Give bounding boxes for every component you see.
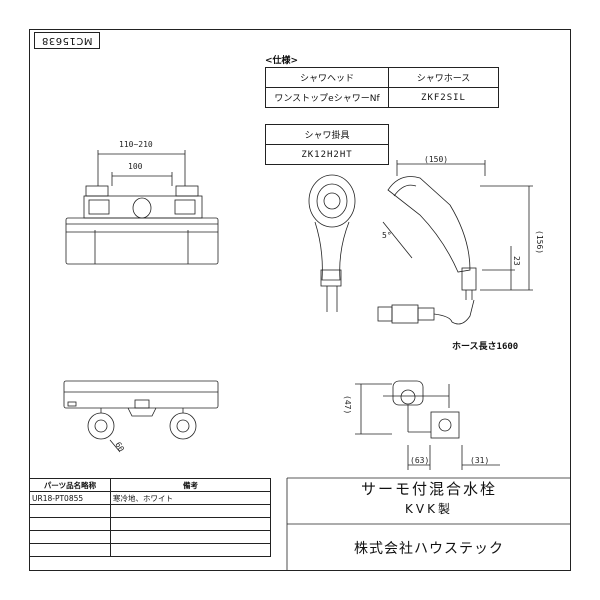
part-name: UR18-PT0855 (29, 491, 111, 505)
hose-drawing (377, 299, 475, 325)
dim-width: (150) (424, 155, 448, 164)
part-note (110, 530, 271, 544)
parts-header-note: 備考 (110, 478, 271, 492)
part-name (29, 504, 111, 518)
company-name: 株式会社ハウステック (354, 541, 504, 557)
shower-head-side (382, 160, 533, 300)
part-note (110, 517, 271, 531)
hose-length-label: ホース長さ1600 (452, 342, 519, 352)
table-row (29, 530, 271, 544)
part-name (29, 543, 111, 557)
part-name (29, 530, 111, 544)
spec-section-title: <仕様> (265, 56, 299, 66)
parts-table: パーツ品名略称 備考 UR18-PT0855 寒冷地、ホワイト (29, 478, 271, 557)
spec-table: シャワヘッド シャワホース ワンストップeシャワーNf ZKF2SIL (265, 67, 499, 108)
parts-header-name: パーツ品名略称 (29, 478, 111, 492)
holder-drawing (355, 380, 500, 470)
part-note (110, 543, 271, 557)
faucet-bottom-view (63, 380, 219, 453)
table-row (29, 517, 271, 531)
spec-hose-value: ZKF2SIL (388, 87, 499, 108)
dim-31: (31) (470, 456, 489, 465)
dim-range: 110~210 (119, 140, 153, 149)
part-note (110, 504, 271, 518)
table-row: UR18-PT0855 寒冷地、ホワイト (29, 491, 271, 505)
product-name: サーモ付混合水栓 (360, 480, 497, 498)
shower-head-front (308, 174, 356, 312)
dim-pitch: 100 (128, 162, 143, 171)
dim-angle: 5° (382, 231, 392, 240)
maker-name: KVK製 (405, 502, 453, 516)
part-name (29, 517, 111, 531)
holder-table: シャワ掛具 ZK12H2HT (265, 124, 389, 165)
part-note: 寒冷地、ホワイト (110, 491, 271, 505)
dim-23: 23 (512, 256, 521, 266)
dim-47: (47) (343, 395, 352, 414)
dim-60: 60 (113, 441, 126, 454)
dim-height: (156) (535, 230, 544, 254)
drawing-sheet (29, 29, 571, 571)
dim-63: (63) (410, 456, 429, 465)
holder-value: ZK12H2HT (265, 144, 389, 165)
faucet-front-view (65, 150, 219, 265)
table-row (29, 543, 271, 557)
table-row (29, 504, 271, 518)
